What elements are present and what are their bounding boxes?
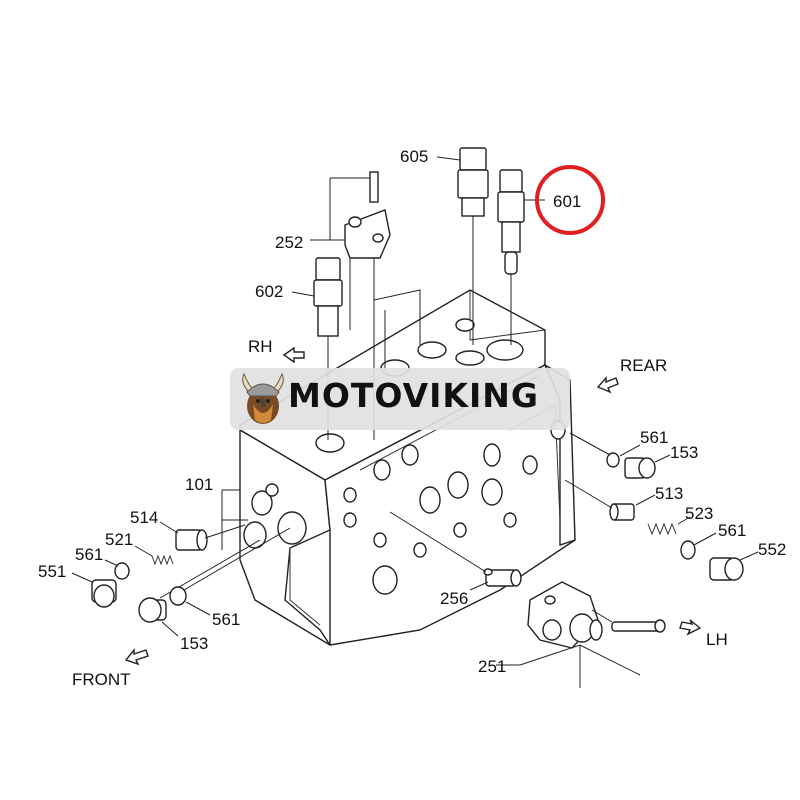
label-153-left: 153 bbox=[180, 634, 208, 653]
part-521-spring bbox=[134, 545, 174, 566]
part-561-oring-right-top bbox=[569, 432, 641, 468]
part-551-plug bbox=[71, 572, 117, 608]
label-551: 551 bbox=[38, 562, 66, 581]
label-251: 251 bbox=[478, 657, 506, 676]
label-513: 513 bbox=[655, 484, 683, 503]
label-561-right-top: 561 bbox=[640, 428, 668, 447]
label-521: 521 bbox=[105, 530, 133, 549]
part-605-valve bbox=[436, 147, 489, 345]
label-601: 601 bbox=[553, 192, 581, 211]
label-rear: REAR bbox=[620, 356, 667, 375]
watermark-text: MOTOVIKING bbox=[288, 376, 539, 415]
label-602: 602 bbox=[255, 282, 283, 301]
label-605: 605 bbox=[400, 147, 428, 166]
part-252-bracket bbox=[310, 171, 391, 360]
part-101-bracket-leader bbox=[221, 489, 248, 550]
label-561-right-mid: 561 bbox=[718, 521, 746, 540]
valve-block bbox=[239, 289, 576, 646]
part-561-oring-left-bottom bbox=[169, 527, 291, 616]
rear-arrow-icon bbox=[596, 376, 619, 394]
front-arrow-icon bbox=[124, 648, 149, 666]
part-523-spring bbox=[647, 516, 691, 536]
part-153-plug-left bbox=[138, 539, 261, 637]
watermark-banner: MOTOVIKING bbox=[230, 368, 570, 430]
part-513-spool bbox=[564, 479, 656, 521]
part-251-housing bbox=[496, 581, 666, 688]
part-561-oring-right-mid bbox=[680, 532, 717, 560]
label-lh: LH bbox=[706, 630, 728, 649]
label-256: 256 bbox=[440, 589, 468, 608]
highlight-circle bbox=[535, 165, 605, 235]
label-rh: RH bbox=[248, 337, 273, 356]
label-252: 252 bbox=[275, 233, 303, 252]
label-514: 514 bbox=[130, 508, 158, 527]
label-561-left-top: 561 bbox=[75, 545, 103, 564]
part-256-valve bbox=[389, 511, 522, 591]
label-front: FRONT bbox=[72, 670, 131, 689]
label-552: 552 bbox=[758, 540, 786, 559]
part-561-oring-left-top bbox=[104, 559, 130, 580]
part-601-valve bbox=[497, 169, 545, 345]
label-561-left-bottom: 561 bbox=[212, 610, 240, 629]
part-552-plug bbox=[709, 551, 759, 581]
lh-arrow-icon bbox=[679, 619, 702, 636]
label-153-right: 153 bbox=[670, 443, 698, 462]
label-523: 523 bbox=[685, 504, 713, 523]
viking-logo-icon bbox=[242, 372, 284, 424]
part-153-plug-right bbox=[624, 454, 671, 479]
rh-arrow-icon bbox=[282, 346, 305, 364]
label-101: 101 bbox=[185, 475, 213, 494]
part-514-spool bbox=[159, 521, 246, 551]
